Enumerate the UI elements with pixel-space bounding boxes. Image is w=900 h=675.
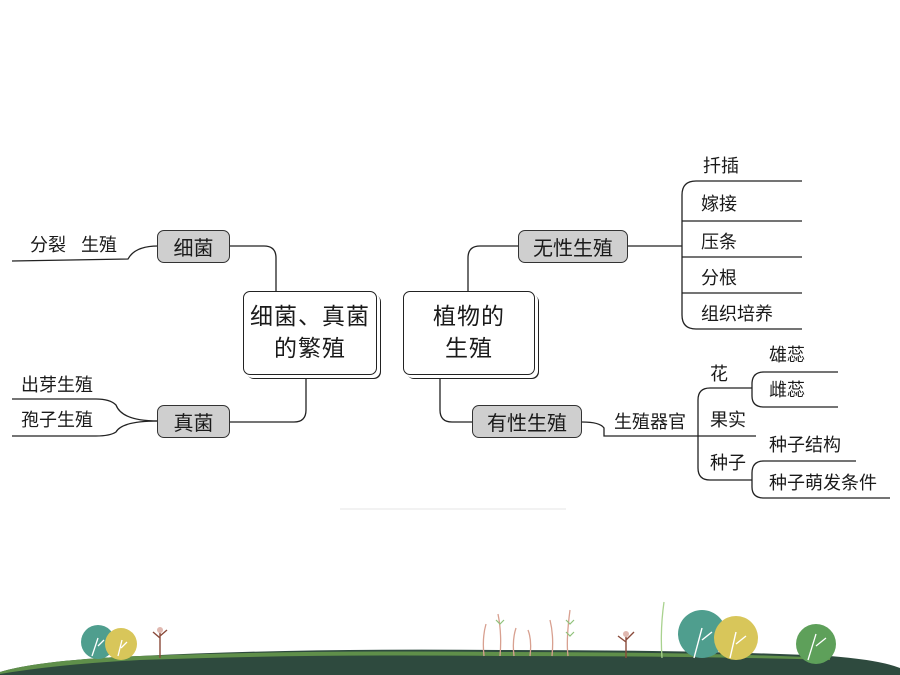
left-center-line2: 的繁殖 (274, 336, 346, 362)
asexual-node: 无性生殖 (518, 230, 628, 263)
seed-item-germination: 种子萌发条件 (769, 473, 877, 494)
left-center-node: 细菌、真菌 的繁殖 (243, 291, 377, 375)
right-center-line1: 植物的 (433, 304, 505, 330)
right-center-node: 植物的 生殖 (403, 291, 535, 375)
fruit-label: 果实 (710, 410, 746, 431)
fungi-node: 真菌 (157, 405, 230, 438)
seed-item-structure: 种子结构 (769, 435, 841, 456)
asexual-item-grafting: 嫁接 (701, 194, 737, 215)
flower-item-stamen: 雄蕊 (769, 345, 805, 366)
sexual-node: 有性生殖 (472, 405, 582, 438)
asexual-item-cutting: 扦插 (703, 156, 739, 177)
asexual-item-division: 分根 (701, 268, 737, 289)
bacteria-item-reproduction: 生殖 (81, 235, 117, 256)
flower-item-pistil: 雌蕊 (769, 380, 805, 401)
left-center-line1: 细菌、真菌 (250, 304, 370, 330)
seed-label: 种子 (710, 453, 746, 474)
fungi-item-spore: 孢子生殖 (21, 410, 93, 431)
bacteria-item-fission: 分裂 (30, 235, 66, 256)
sexual-organ-label: 生殖器官 (614, 412, 686, 433)
asexual-item-layering: 压条 (701, 232, 737, 253)
bacteria-node: 细菌 (157, 230, 230, 263)
asexual-item-tissue-culture: 组织培养 (701, 304, 773, 325)
fungi-item-budding: 出芽生殖 (21, 375, 93, 396)
right-center-line2: 生殖 (445, 336, 493, 362)
flower-label: 花 (710, 364, 728, 385)
footer-landscape-decoration (0, 601, 900, 675)
